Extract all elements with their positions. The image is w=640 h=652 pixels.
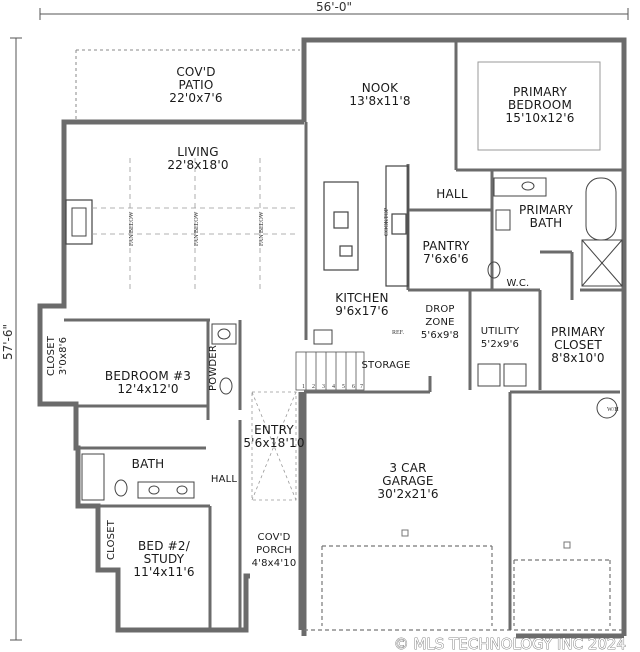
- patio-outline: [75, 49, 300, 124]
- depth-dimension-label: 57'-6": [1, 324, 15, 360]
- kitchen-island: [323, 165, 409, 287]
- svg-text:1: 1: [302, 384, 305, 390]
- depth-dimension: [10, 37, 22, 641]
- room-label-hall-top: HALL: [436, 187, 468, 201]
- width-dimension: [39, 8, 629, 20]
- garage-doors: [304, 545, 624, 631]
- svg-text:7: 7: [360, 384, 363, 390]
- fan-label-3: FAN BELOW: [259, 211, 265, 246]
- entry-ceiling: [251, 391, 297, 501]
- stair-numbers: 1 2 3 4 5 6 7: [302, 384, 363, 390]
- svg-text:2: 2: [312, 384, 315, 390]
- ceiling-beams: [92, 158, 298, 290]
- bath-fixtures: [81, 177, 623, 501]
- room-label-storage: STORAGE: [361, 360, 410, 371]
- fan-label-2: FAN BELOW: [194, 211, 200, 246]
- room-label-bath: BATH: [132, 457, 165, 471]
- tray-ceiling: [477, 61, 601, 151]
- fireplace: [65, 199, 93, 245]
- watermark: © MLS TECHNOLOGY INC 2024: [394, 635, 626, 652]
- ref-label: REF.: [392, 330, 405, 336]
- room-label-closet-left: CLOSET3'0x8'6: [46, 335, 69, 376]
- exterior-walls: [37, 37, 627, 639]
- svg-text:6: 6: [352, 384, 355, 390]
- pantry-cabinet: [313, 329, 333, 345]
- room-label-wc: W.C.: [507, 278, 530, 289]
- svg-text:3: 3: [322, 384, 325, 390]
- svg-text:4: 4: [332, 384, 335, 390]
- svg-text:5: 5: [342, 384, 345, 390]
- room-label-closet-bottom: CLOSET: [106, 519, 117, 560]
- stairs: [295, 351, 365, 391]
- width-dimension-label: 56'-0": [316, 0, 352, 14]
- fan-label-1: FAN BELOW: [129, 211, 135, 246]
- room-label-hall-bottom: HALL: [211, 474, 238, 485]
- cooktop-label: COOKTOP: [384, 207, 390, 236]
- water-heater-label: W/H: [607, 407, 619, 413]
- room-label-powder: POWDER: [208, 345, 219, 391]
